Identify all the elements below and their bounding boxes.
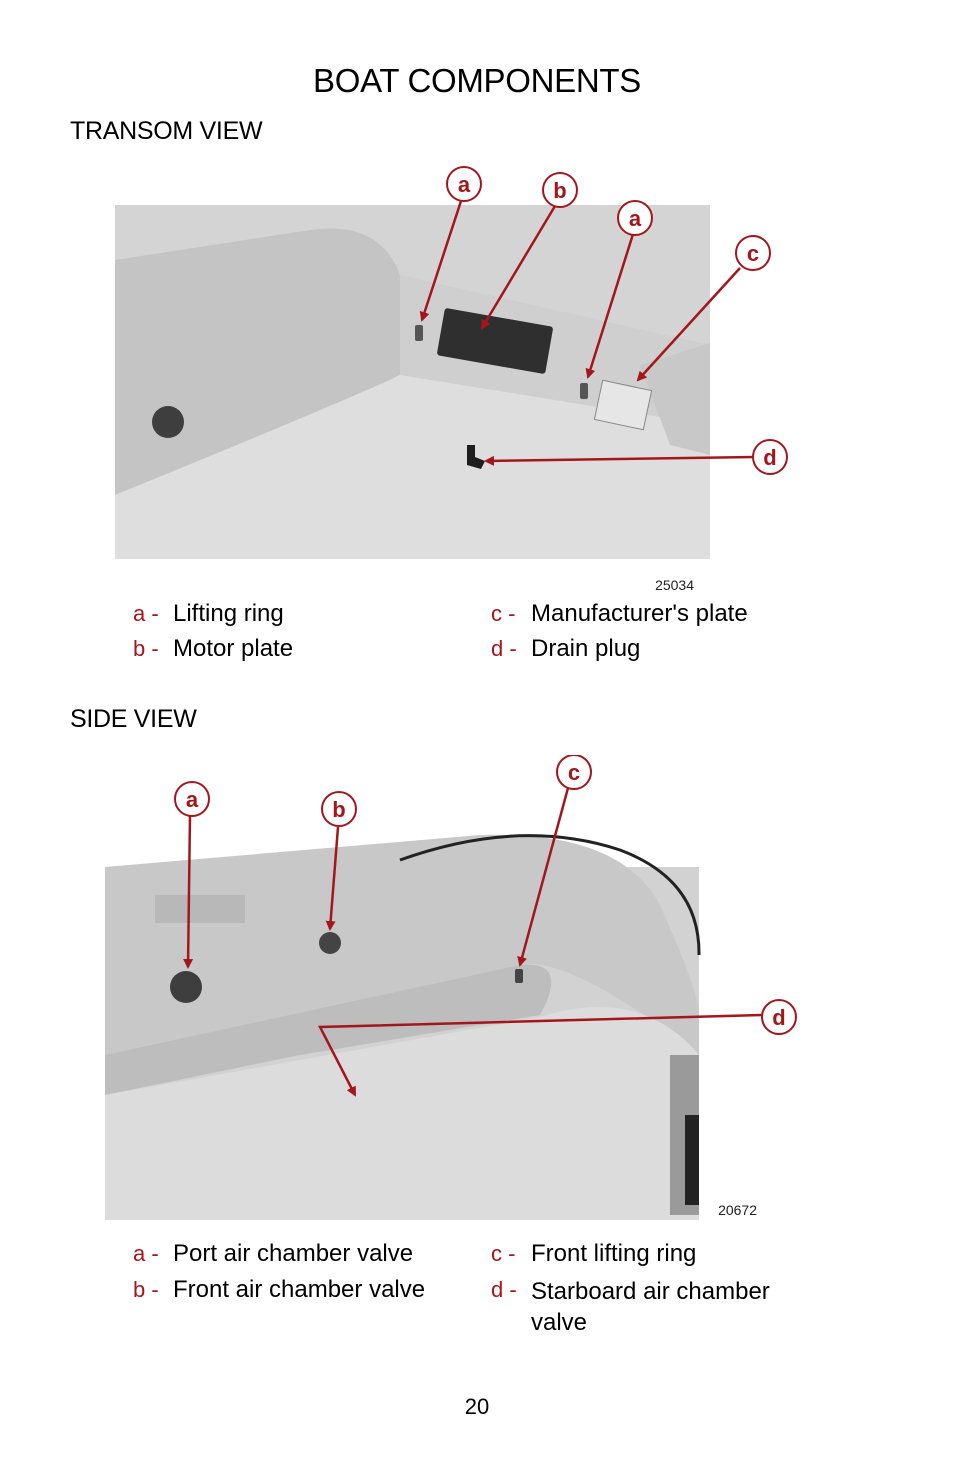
svg-text:b: b xyxy=(553,178,566,203)
side-legend-a: a -Port air chamber valve xyxy=(133,1240,414,1267)
side-legend-c: c -Front lifting ring xyxy=(491,1240,697,1267)
callout-a1: a xyxy=(446,166,482,202)
grab-rope xyxy=(399,834,701,956)
callout-a2: a xyxy=(617,200,653,236)
callout-line-a1 xyxy=(419,194,465,322)
callout-d: d xyxy=(752,439,788,475)
side-callout-line-d xyxy=(317,1013,763,1097)
front-lifting-ring xyxy=(515,969,523,983)
port-tube xyxy=(105,834,700,1055)
port-air-valve-icon xyxy=(170,971,202,1003)
side-view-photo: a b c d 20672 xyxy=(105,755,797,1220)
interior-floor xyxy=(105,964,552,1095)
oar-blade xyxy=(685,1115,699,1205)
side-callout-line-a xyxy=(183,814,194,969)
transom-view-photo: a b a c d 25034 xyxy=(115,166,788,593)
side-callout-line-c xyxy=(517,787,570,967)
page-number: 20 xyxy=(464,1394,490,1419)
side-figure-number: 20672 xyxy=(718,1202,757,1218)
transom-figure-number: 25034 xyxy=(655,577,694,593)
transom-legend-c: c -Manufacturer's plate xyxy=(491,600,748,627)
svg-text:c: c xyxy=(747,241,759,266)
callout-line-c xyxy=(636,267,741,382)
callout-line-b xyxy=(480,200,560,330)
side-callout-d: d xyxy=(761,999,797,1035)
side-callout-a: a xyxy=(174,781,210,817)
svg-text:c: c xyxy=(568,760,580,785)
side-legend-d: d -Starboard air chamber valve xyxy=(491,1277,770,1336)
tube-patch xyxy=(155,895,245,923)
svg-text:b: b xyxy=(332,797,345,822)
side-callout-line-b xyxy=(325,826,340,931)
motor-plate xyxy=(437,308,553,374)
svg-text:a: a xyxy=(186,787,199,812)
manufacturers-plate xyxy=(593,379,653,431)
transom-legend-b: b -Motor plate xyxy=(133,635,294,662)
callout-line-d xyxy=(484,455,756,466)
callout-c: c xyxy=(735,235,771,271)
side-view-heading: SIDE VIEW xyxy=(70,705,197,733)
side-legend-b: b -Front air chamber valve xyxy=(133,1276,426,1303)
callout-b: b xyxy=(542,172,578,208)
svg-text:d: d xyxy=(763,445,776,470)
page-title: BOAT COMPONENTS xyxy=(313,62,641,99)
side-callout-b: b xyxy=(321,791,357,827)
front-air-valve-icon xyxy=(319,932,341,954)
svg-text:d: d xyxy=(772,1005,785,1030)
transom-legend-d: d -Drain plug xyxy=(491,635,641,662)
boat-floor xyxy=(115,375,710,559)
starboard-tube xyxy=(105,1006,699,1220)
side-callout-c: c xyxy=(556,755,592,790)
svg-text:a: a xyxy=(458,172,471,197)
left-tube xyxy=(115,228,400,495)
right-tube xyxy=(640,343,710,455)
transom-view-heading: TRANSOM VIEW xyxy=(70,117,263,145)
lifting-ring-right xyxy=(580,383,588,399)
transom-legend-a: a -Lifting ring xyxy=(133,600,284,627)
callout-line-a2 xyxy=(585,230,636,379)
lifting-ring-left xyxy=(415,325,423,341)
air-valve-icon xyxy=(152,406,184,438)
svg-text:a: a xyxy=(629,206,642,231)
drain-plug xyxy=(467,445,485,469)
